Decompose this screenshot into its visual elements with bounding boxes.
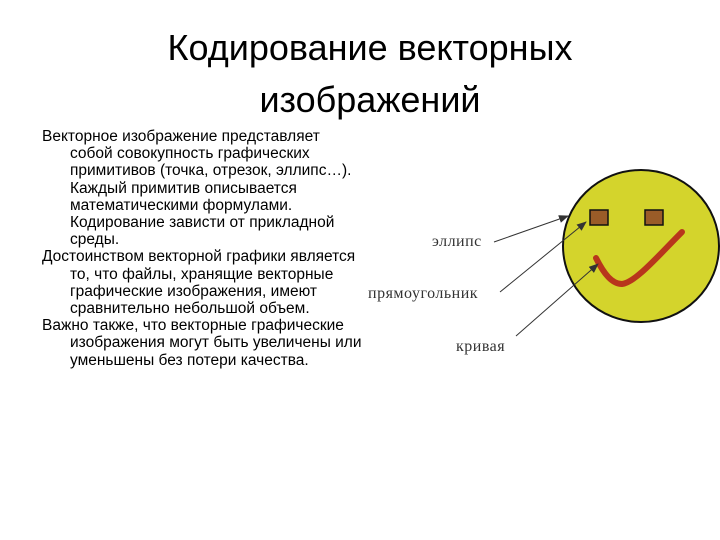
arrow-ellipse (493, 215, 569, 243)
paragraph-vector-definition: Векторное изображение представляет собой… (42, 128, 352, 249)
paragraph-advantage-scaling: Важно также, что векторные графические и… (42, 317, 362, 369)
smiley-figure: эллипс прямоугольник кривая (360, 169, 720, 380)
smiley-diagram (493, 169, 720, 337)
body-text: Векторное изображение представляет собой… (42, 128, 362, 369)
arrow-curve (515, 263, 599, 337)
mouth-curve (593, 229, 685, 288)
paragraph-advantage-size: Достоинством векторной графики является … (42, 248, 356, 318)
label-ellipse: эллипс (432, 233, 482, 250)
arrow-rectangle (499, 221, 587, 293)
left-eye-rectangle (589, 209, 609, 226)
slide-title: Кодирование векторных изображений (60, 22, 680, 126)
slide-title-line-2: изображений (259, 79, 481, 120)
face-ellipse (562, 169, 720, 323)
slide-title-line-1: Кодирование векторных (167, 27, 573, 68)
label-rectangle: прямоугольник (368, 285, 479, 302)
label-curve: кривая (456, 338, 506, 355)
right-eye-rectangle (644, 209, 664, 226)
